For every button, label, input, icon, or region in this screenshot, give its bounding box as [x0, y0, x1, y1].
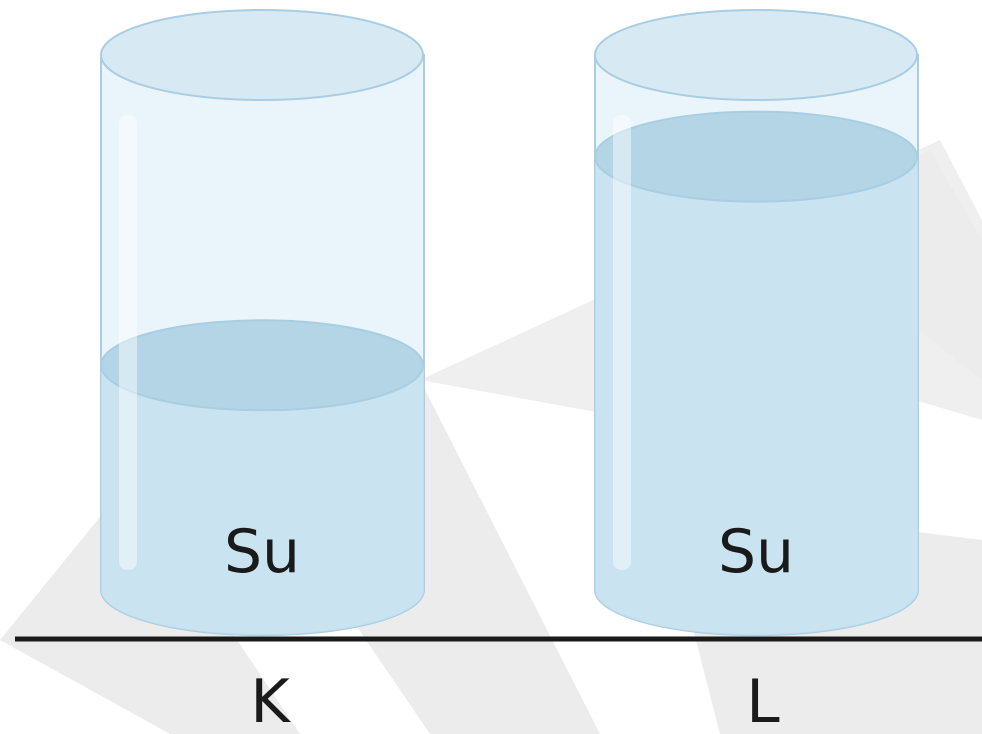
cylinder-rim-l: [594, 9, 918, 101]
glass-highlight-l: [613, 115, 631, 570]
water-surface-l: [594, 110, 918, 203]
container-label-l: L: [746, 667, 780, 734]
containers: [100, 9, 919, 637]
water-l: [595, 156, 918, 636]
cylinder-rim-k: [100, 9, 424, 101]
container-label-k: K: [250, 667, 291, 734]
cylinder-k: [100, 9, 425, 637]
liquid-label-l: Su: [718, 517, 794, 587]
cylinder-l: [594, 9, 919, 637]
glass-highlight-k: [119, 115, 137, 570]
liquid-label-k: Su: [224, 517, 300, 587]
water-surface-k: [100, 319, 424, 412]
water-k: [101, 365, 424, 636]
